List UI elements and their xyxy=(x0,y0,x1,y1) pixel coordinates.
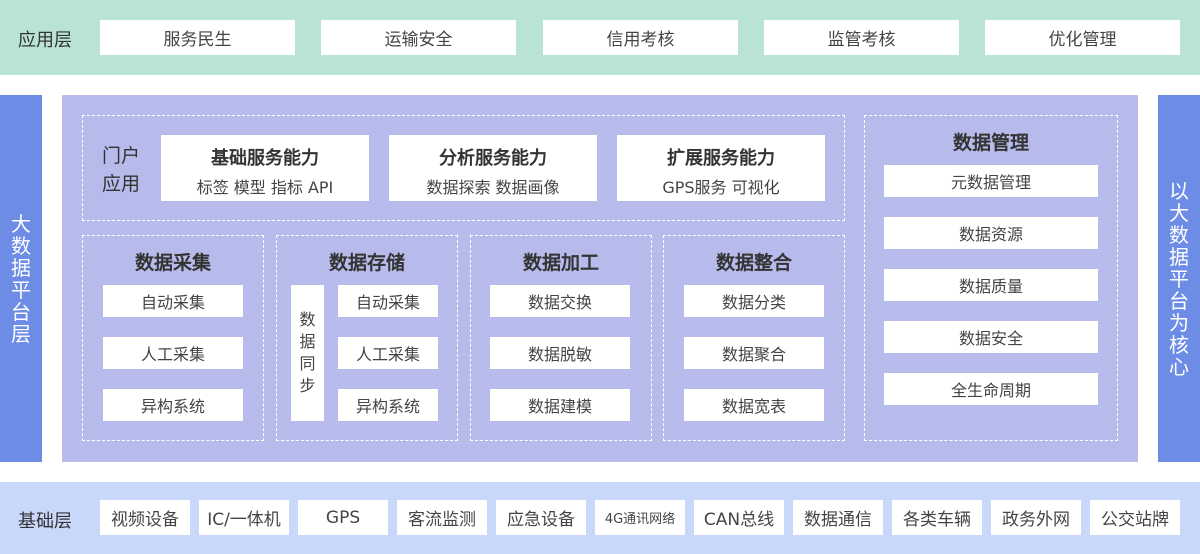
left-bar-char: 数 xyxy=(11,233,31,258)
data-collection-title: 数据采集 xyxy=(134,252,211,274)
data-sync-char: 数 xyxy=(299,310,316,329)
data-management-title: 数据管理 xyxy=(952,132,1029,154)
portal-label-line: 门户 xyxy=(102,145,141,167)
data-processing-item: 数据脱敏 xyxy=(490,337,630,369)
platform-core-label: 以 大 数 据 平 台 为 核 心 xyxy=(1158,95,1200,462)
base-item: 应急设备 xyxy=(496,500,586,535)
base-item: GPS xyxy=(298,500,388,535)
app-item-supervision-assessment: 监管考核 xyxy=(764,20,959,55)
app-item-service-livelihood: 服务民生 xyxy=(100,20,295,55)
capability-title: 基础服务能力 xyxy=(211,148,319,169)
capability-title: 分析服务能力 xyxy=(439,148,547,169)
base-item: 客流监测 xyxy=(397,500,487,535)
capability-extension-service: 扩展服务能力 GPS服务 可视化 xyxy=(617,135,825,201)
data-collection-item: 自动采集 xyxy=(103,285,243,317)
base-layer: 基础层 视频设备 IC/一体机 GPS 客流监测 应急设备 4G通讯网络 CAN… xyxy=(0,482,1200,554)
data-storage-item: 异构系统 xyxy=(338,389,438,421)
right-bar-char: 平 xyxy=(1169,266,1189,291)
capability-subtitle: 数据探索 数据画像 xyxy=(426,178,560,197)
app-item-credit-assessment: 信用考核 xyxy=(543,20,738,55)
data-management-item: 元数据管理 xyxy=(884,165,1098,197)
capability-subtitle: 标签 模型 指标 API xyxy=(196,178,334,197)
data-management-item: 全生命周期 xyxy=(884,373,1098,405)
data-collection-item: 异构系统 xyxy=(103,389,243,421)
data-sync-char: 据 xyxy=(299,332,316,351)
application-layer: 应用层 服务民生 运输安全 信用考核 监管考核 优化管理 xyxy=(0,0,1200,75)
data-storage-item: 自动采集 xyxy=(338,285,438,317)
data-storage-title: 数据存储 xyxy=(328,252,405,274)
right-bar-char: 据 xyxy=(1169,244,1189,269)
base-item: CAN总线 xyxy=(694,500,784,535)
data-collection-item: 人工采集 xyxy=(103,337,243,369)
left-bar-char: 大 xyxy=(11,211,31,236)
data-storage-frame xyxy=(276,235,458,441)
right-bar-char: 台 xyxy=(1169,288,1189,313)
data-integration-item: 数据分类 xyxy=(684,285,824,317)
base-item: IC/一体机 xyxy=(199,500,289,535)
data-management-item: 数据质量 xyxy=(884,269,1098,301)
right-bar-char: 大 xyxy=(1169,200,1189,225)
data-processing-frame xyxy=(470,235,652,441)
base-item: 政务外网 xyxy=(991,500,1081,535)
data-integration-item: 数据聚合 xyxy=(684,337,824,369)
right-bar-char: 以 xyxy=(1169,178,1189,203)
application-layer-label: 应用层 xyxy=(18,30,72,51)
capability-title: 扩展服务能力 xyxy=(667,148,775,169)
app-item-optimized-management: 优化管理 xyxy=(985,20,1180,55)
left-bar-char: 平 xyxy=(11,277,31,302)
right-bar-char: 数 xyxy=(1169,222,1189,247)
data-storage-item: 人工采集 xyxy=(338,337,438,369)
data-sync-box: 数 据 同 步 xyxy=(291,285,324,421)
capability-analysis-service: 分析服务能力 数据探索 数据画像 xyxy=(389,135,597,201)
capability-subtitle: GPS服务 可视化 xyxy=(662,178,780,197)
big-data-platform: 门户 应用 基础服务能力 标签 模型 指标 API 分析服务能力 数据探索 数据… xyxy=(62,95,1138,462)
base-item: 公交站牌 xyxy=(1090,500,1180,535)
base-item: 数据通信 xyxy=(793,500,883,535)
data-integration-title: 数据整合 xyxy=(715,252,792,274)
data-collection-frame xyxy=(82,235,264,441)
big-data-platform-layer-label: 大 数 据 平 台 层 xyxy=(0,95,42,462)
right-bar-char: 为 xyxy=(1169,310,1189,335)
base-item: 4G通讯网络 xyxy=(595,500,685,535)
left-bar-char: 层 xyxy=(11,321,31,346)
portal-label-line: 应用 xyxy=(102,173,141,195)
data-processing-item: 数据交换 xyxy=(490,285,630,317)
base-item: 视频设备 xyxy=(100,500,190,535)
app-item-transport-safety: 运输安全 xyxy=(321,20,516,55)
portal-app-label: 门户 应用 xyxy=(102,142,140,198)
data-management-frame xyxy=(864,115,1118,441)
data-sync-char: 同 xyxy=(299,354,316,373)
left-bar-char: 据 xyxy=(11,255,31,280)
data-processing-title: 数据加工 xyxy=(522,252,599,274)
data-integration-item: 数据宽表 xyxy=(684,389,824,421)
capability-basic-service: 基础服务能力 标签 模型 指标 API xyxy=(161,135,369,201)
right-bar-char: 心 xyxy=(1169,354,1189,379)
data-sync-char: 步 xyxy=(299,376,316,395)
portal-app-frame xyxy=(82,115,845,221)
base-layer-label: 基础层 xyxy=(18,511,72,532)
base-item: 各类车辆 xyxy=(892,500,982,535)
data-management-item: 数据资源 xyxy=(884,217,1098,249)
data-processing-item: 数据建模 xyxy=(490,389,630,421)
data-integration-frame xyxy=(663,235,845,441)
left-bar-char: 台 xyxy=(11,299,31,324)
data-management-item: 数据安全 xyxy=(884,321,1098,353)
right-bar-char: 核 xyxy=(1169,332,1189,357)
